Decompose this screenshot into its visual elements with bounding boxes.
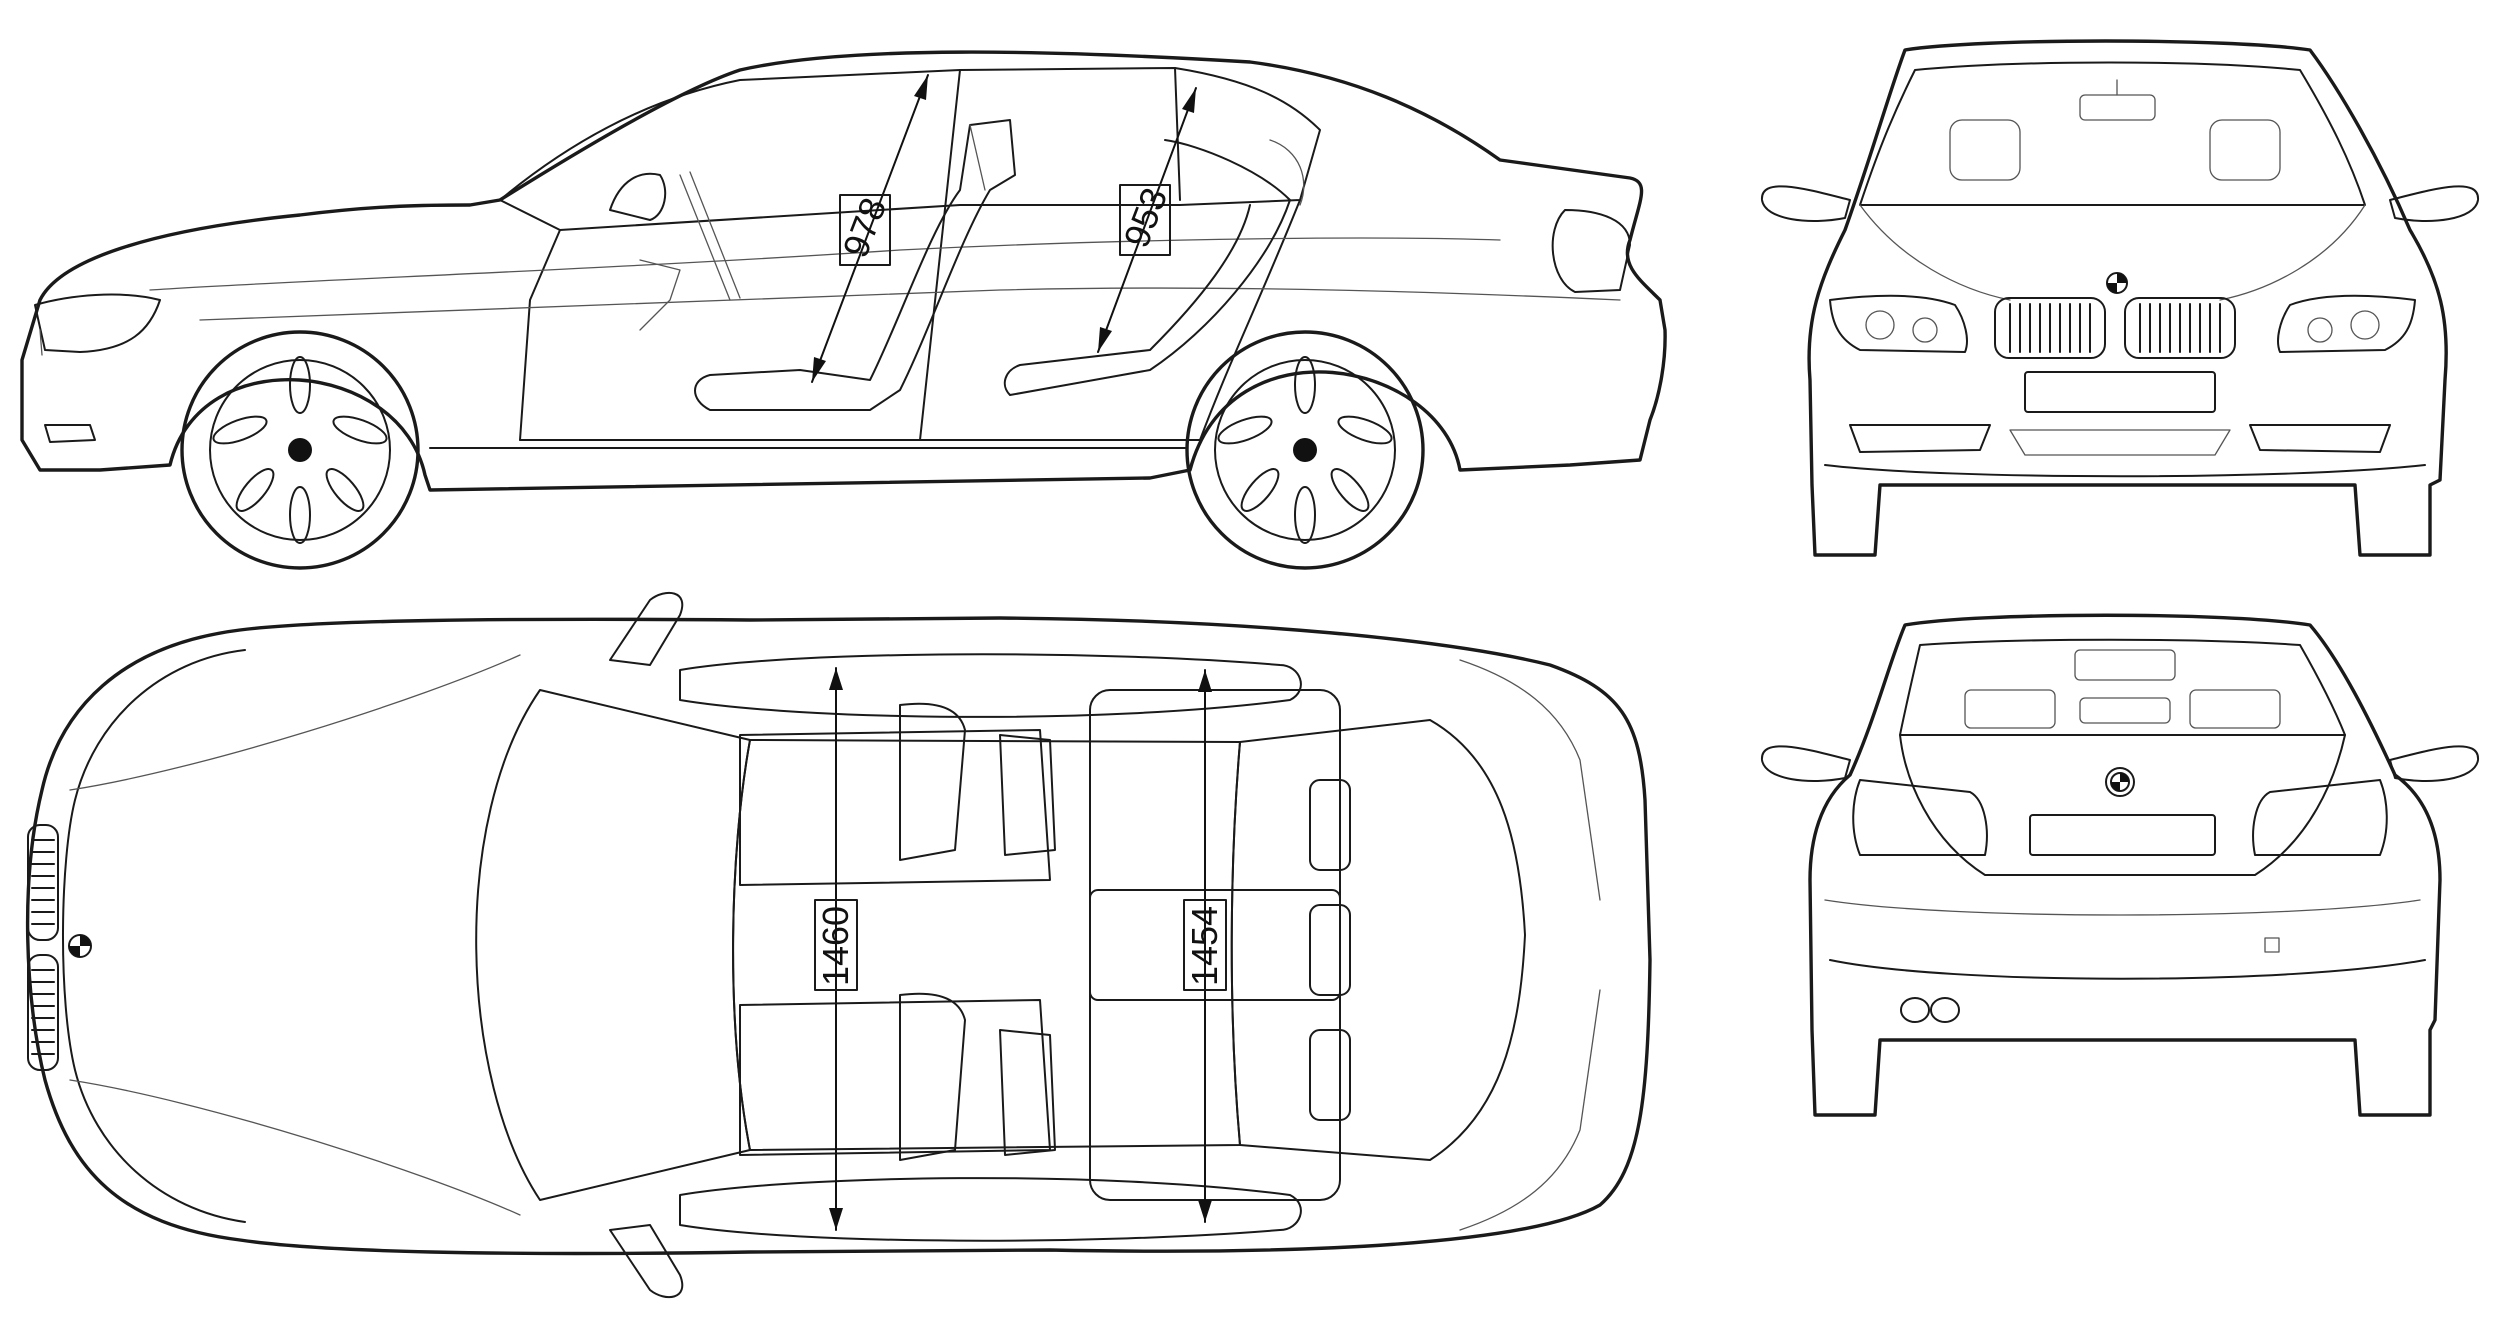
top-front-seats — [739, 702, 1056, 1161]
top-body-outline — [25, 616, 1652, 1256]
front-body-outline — [1807, 39, 2448, 557]
car-front-view — [1760, 39, 2480, 557]
side-windows-outline — [499, 67, 1321, 231]
car-side-view: 978 953 — [20, 50, 1667, 570]
front-bmw-logo-icon — [2106, 272, 2128, 294]
top-rear-bench — [1089, 689, 1351, 1201]
side-headlight — [34, 293, 161, 353]
rear-bmw-logo-icon — [2105, 767, 2135, 797]
side-rear-wheel — [1185, 330, 1425, 570]
side-mirror — [609, 172, 667, 221]
side-taillight — [1551, 209, 1631, 293]
dim-label-978: 978 — [834, 192, 894, 263]
front-right-headlight — [2277, 294, 2416, 353]
front-kidney-grille — [1994, 297, 2236, 359]
rear-exhaust-pipes — [1900, 997, 1960, 1023]
top-windshield — [475, 689, 751, 1201]
front-license-plate — [2024, 371, 2216, 413]
side-rear-seat — [1003, 139, 1291, 396]
side-front-seat — [694, 119, 1016, 411]
dim-label-953: 953 — [1115, 182, 1175, 253]
front-left-headlight — [1829, 294, 1968, 353]
top-bmw-logo-icon — [68, 934, 92, 958]
rear-right-mirror — [2389, 745, 2480, 782]
top-kidney-grille — [27, 824, 59, 1071]
car-rear-view — [1760, 613, 2480, 1117]
top-left-mirror — [609, 592, 684, 666]
rear-left-taillight — [1852, 779, 1988, 856]
rear-left-mirror — [1760, 745, 1851, 782]
rear-license-plate — [2029, 814, 2216, 856]
rear-right-taillight — [2252, 779, 2388, 856]
car-top-view: 1460 1454 — [25, 592, 1652, 1298]
front-windshield — [1859, 61, 2366, 206]
top-right-mirror — [609, 1224, 684, 1298]
dim-label-1454: 1454 — [1184, 906, 1225, 986]
side-front-door-line — [519, 229, 561, 441]
top-roof — [732, 739, 1241, 1151]
rear-window — [1899, 638, 2346, 736]
rear-body-outline — [1808, 613, 2442, 1117]
dim-line-978 — [811, 74, 929, 383]
side-foglight — [44, 424, 96, 443]
dim-line-953 — [1097, 87, 1197, 353]
side-front-wheel — [180, 330, 420, 570]
dim-label-1460: 1460 — [815, 906, 856, 986]
top-rear-window — [1230, 719, 1526, 1161]
front-right-mirror — [2389, 185, 2480, 222]
front-left-mirror — [1760, 185, 1851, 222]
